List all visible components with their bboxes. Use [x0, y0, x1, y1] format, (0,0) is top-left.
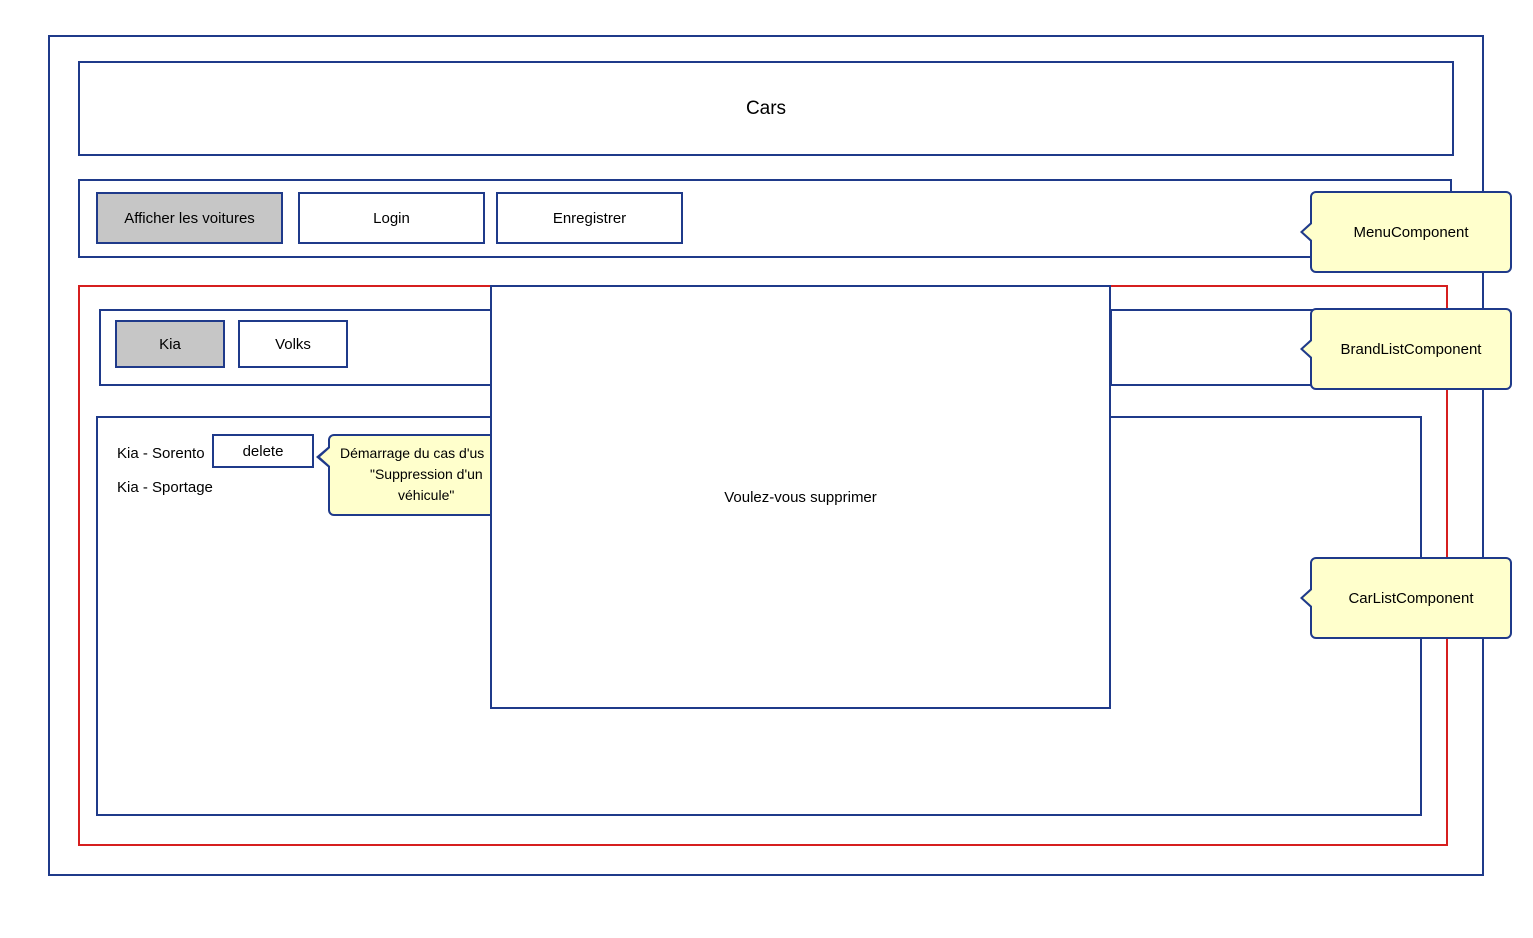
brand-list-component-label: BrandListComponent	[1340, 340, 1482, 358]
note-pointer	[1300, 587, 1313, 609]
menu-component-note: MenuComponent	[1300, 191, 1512, 273]
brand-list-bar-right	[1108, 309, 1316, 386]
car-item-sportage: Kia - Sportage	[117, 479, 213, 496]
menu-component-label: MenuComponent	[1353, 223, 1469, 241]
car-list-component-label: CarListComponent	[1348, 589, 1474, 607]
brand-list-component-note: BrandListComponent	[1300, 308, 1512, 390]
register-button[interactable]: Enregistrer	[496, 192, 683, 244]
app-frame	[48, 35, 1484, 876]
page-header: Cars	[78, 61, 1454, 156]
use-case-line-2: "Suppression d'un	[370, 466, 483, 482]
delete-confirm-modal: Voulez-vous supprimer	[490, 285, 1111, 709]
car-item-sorento: Kia - Sorento	[117, 445, 205, 462]
page-title: Cars	[745, 97, 787, 119]
brand-button-volks[interactable]: Volks	[238, 320, 348, 368]
delete-button[interactable]: delete	[212, 434, 314, 468]
modal-message: Voulez-vous supprimer	[724, 488, 877, 506]
use-case-line-1: Démarrage du cas d'us	[340, 445, 485, 461]
login-button[interactable]: Login	[298, 192, 485, 244]
car-list-component-note: CarListComponent	[1300, 557, 1512, 639]
note-pointer	[1300, 338, 1313, 360]
use-case-line-3: véhicule"	[398, 487, 455, 503]
note-pointer	[1300, 221, 1313, 243]
show-cars-button[interactable]: Afficher les voitures	[96, 192, 283, 244]
brand-button-kia[interactable]: Kia	[115, 320, 225, 368]
menu-bar	[78, 179, 1452, 258]
use-case-note-pointer-fill	[320, 448, 330, 466]
